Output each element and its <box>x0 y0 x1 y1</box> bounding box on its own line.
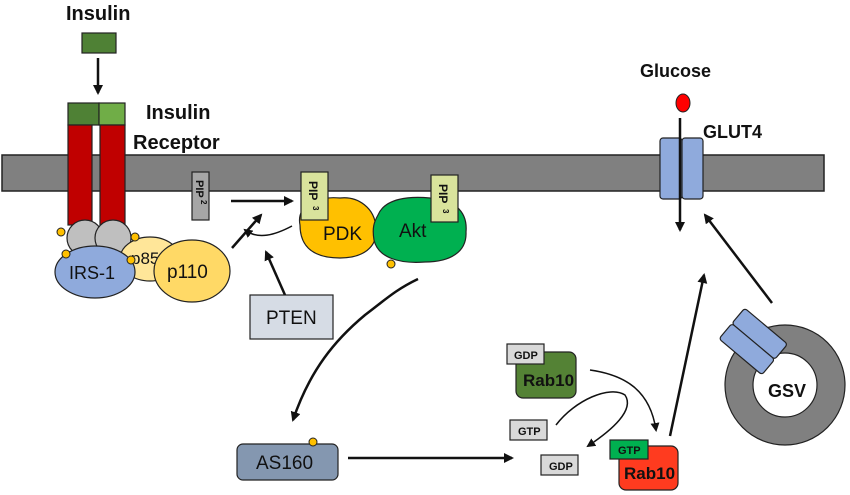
as160-label: AS160 <box>256 453 313 474</box>
as160-phosphate <box>308 437 318 447</box>
glut4-in-gsv <box>719 308 787 375</box>
svg-text:PIP: PIP <box>306 181 320 200</box>
gtp-free-label: GTP <box>518 426 541 438</box>
p110-label: p110 <box>167 262 208 283</box>
akt-to-as160-arrow <box>290 277 419 422</box>
svg-text:3: 3 <box>441 209 450 214</box>
gsv-label: GSV <box>768 381 806 401</box>
irs1-label: IRS-1 <box>69 263 115 283</box>
p85-label: p85 <box>131 249 159 268</box>
insulin-receptor-label-line1: Insulin <box>146 102 210 124</box>
gtp-free-tag <box>509 419 548 441</box>
gdp-free-label: GDP <box>549 461 573 473</box>
gsv-translocation-arrow <box>703 213 773 304</box>
glucose-label: Glucose <box>640 61 711 81</box>
as160-protein <box>236 443 339 481</box>
gdp-free-tag <box>540 454 579 476</box>
akt-phosphate <box>386 259 396 269</box>
nucleotide-exchange-arrow <box>555 391 628 448</box>
svg-text:3: 3 <box>311 206 320 211</box>
pten-action-arrow <box>264 250 287 296</box>
pip2-lipid: PIP 2 <box>191 171 210 221</box>
pten-dephosphorylation-curve <box>243 225 293 238</box>
pdk-label: PDK <box>323 224 362 245</box>
pten-protein <box>249 294 334 340</box>
insulin-label: Insulin <box>66 3 130 25</box>
svg-text:PIP: PIP <box>436 184 450 203</box>
akt-label: Akt <box>399 221 427 242</box>
glut4-label: GLUT4 <box>703 122 762 142</box>
insulin-receptor-label-line2: Receptor <box>133 132 220 154</box>
pip3-lipid-akt: PIP 3 <box>430 174 459 223</box>
pip3-lipid-pdk: PIP 3 <box>300 171 329 221</box>
rab10-active-label: Rab10 <box>624 464 675 483</box>
p110-subunit <box>153 239 231 303</box>
gdp-bound-tag <box>506 343 545 365</box>
svg-text:2: 2 <box>199 200 208 205</box>
gdp-bound-label: GDP <box>514 350 538 362</box>
rab10-to-glut4-arrow <box>668 273 708 437</box>
phosphate-groups-receptor <box>56 227 140 265</box>
gtp-bound-label: GTP <box>618 445 641 457</box>
insulin-molecule <box>81 32 117 54</box>
svg-text:PIP: PIP <box>193 180 205 198</box>
irs1-protein <box>54 245 136 299</box>
gtp-bound-tag <box>609 439 649 460</box>
glucose-molecule <box>675 93 691 113</box>
pten-label: PTEN <box>266 308 317 329</box>
rab10-inactive-label: Rab10 <box>523 371 574 390</box>
rab10-activation-arrow <box>589 369 660 432</box>
glut4-transporter <box>659 137 704 200</box>
